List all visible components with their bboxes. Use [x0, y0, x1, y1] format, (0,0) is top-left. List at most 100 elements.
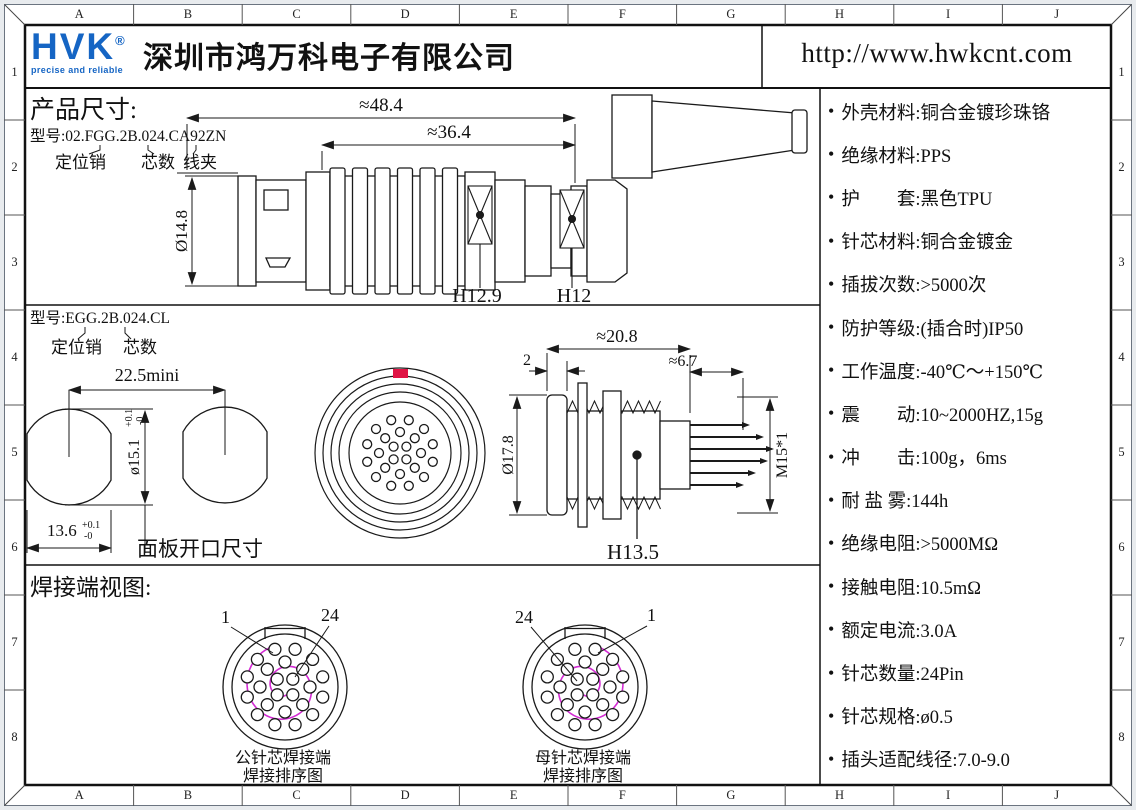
ruler-row-label: 3 — [1118, 255, 1125, 269]
receptacle-views: 型号:EGG.2B.024.CL 定位销 芯数 22.5mini ø15.1 — [25, 309, 791, 564]
dim-2: 2 — [523, 352, 531, 369]
ruler-col-label: J — [1054, 7, 1060, 21]
ruler-col-label: F — [618, 7, 626, 21]
dim-22-5-mini: 22.5mini — [115, 365, 180, 385]
spec-item: •护 套:黑色TPU — [828, 187, 993, 210]
ruler-col-label: H — [834, 788, 844, 802]
panel-cutout-caption: 面板开口尺寸 — [137, 537, 263, 561]
ruler-row-label: 8 — [1118, 730, 1125, 744]
company-url: http://www.hwkcnt.com — [801, 38, 1073, 68]
ruler-col-label: C — [292, 7, 301, 21]
dim-socket-tail: ≈6.7 — [669, 353, 698, 370]
spec-item: •工作温度:-40℃～+150℃ — [828, 360, 1044, 383]
spec-item: •防护等级:(插合时)IP50 — [828, 317, 1024, 340]
tolerance-lower: -0 — [135, 417, 146, 425]
plug-side-view: 产品尺寸: 型号:02.FGG.2B.024.CA92ZN 定位销 芯数 线夹 … — [30, 94, 808, 305]
female-pin-holes — [540, 642, 630, 732]
spec-item: •针芯材料:铜合金镀金 — [828, 230, 1013, 254]
ruler-col-label: H — [834, 7, 844, 21]
dim-cutout-flat: 13.6 — [47, 521, 77, 540]
female-welding-diagram — [522, 624, 648, 750]
female-caption-line2: 焊接排序图 — [543, 767, 623, 785]
company-name: 深圳市鸿万科电子有限公司 — [143, 42, 515, 75]
spec-item: •外壳材料:铜合金镀珍珠铬 — [828, 101, 1050, 124]
bullet-icon: • — [828, 273, 835, 294]
ruler-col-label: I — [946, 788, 951, 802]
bullet-icon: • — [828, 576, 835, 597]
ruler-row-label: 1 — [1118, 65, 1125, 79]
plug-body — [237, 94, 808, 295]
model-number-plug: 型号:02.FGG.2B.024.CA92ZN — [30, 127, 226, 145]
spec-item: •额定电流:3.0A — [828, 619, 957, 642]
ruler-col-label: B — [183, 7, 193, 21]
tolerance-lower-2: -0 — [84, 531, 92, 542]
bullet-icon: • — [828, 101, 835, 122]
spec-item: •冲 击:100g，6ms — [828, 446, 1007, 470]
section3-title: 焊接端视图: — [30, 575, 151, 600]
dim-flange-diameter: Ø17.8 — [500, 435, 517, 475]
red-key-marker — [393, 369, 408, 378]
ruler-row-label: 7 — [11, 635, 18, 649]
ruler-col-label: B — [183, 788, 193, 802]
ruler-col-label: C — [292, 788, 301, 802]
ruler-col-label: F — [618, 788, 626, 802]
connector-front-view — [314, 367, 486, 539]
female-pin24-label: 24 — [515, 607, 533, 627]
bullet-icon: • — [828, 317, 835, 338]
bullet-icon: • — [828, 662, 835, 683]
label-wire-clamp: 线夹 — [183, 153, 217, 172]
male-pin1-label: 1 — [221, 607, 230, 627]
bullet-icon: • — [828, 705, 835, 726]
bullet-icon: • — [828, 748, 835, 769]
ruler-row-label: 4 — [1118, 350, 1125, 364]
section1-title: 产品尺寸: — [30, 96, 137, 124]
front-view-pin-holes — [362, 415, 438, 491]
ruler-row-label: 5 — [1118, 445, 1125, 459]
bullet-icon: • — [828, 187, 835, 208]
ruler-row-label: 6 — [1118, 540, 1125, 554]
bullet-icon: • — [828, 144, 835, 165]
ruler-col-label: A — [74, 788, 84, 802]
ruler-col-label: E — [509, 788, 518, 802]
bullet-icon: • — [828, 230, 835, 251]
ruler-row-label: 3 — [11, 255, 18, 269]
spec-item: •针芯数量:24Pin — [828, 662, 964, 686]
female-pin1-label: 1 — [647, 605, 656, 625]
bullet-icon: • — [828, 489, 835, 510]
ruler-row-label: 7 — [1118, 635, 1125, 649]
male-caption-line1: 公针芯焊接端 — [235, 749, 331, 767]
dim-thread: M15*1 — [774, 432, 791, 478]
bullet-icon: • — [828, 360, 835, 381]
bullet-icon: • — [828, 403, 835, 424]
ruler-col-label: G — [726, 7, 736, 21]
spec-item: •接触电阻:10.5mΩ — [828, 576, 981, 599]
logo-text: HVK — [31, 26, 116, 67]
dim-total-length: ≈48.4 — [359, 95, 403, 116]
dim-body-length: ≈36.4 — [427, 122, 471, 143]
ruler-col-label: D — [400, 788, 410, 802]
female-caption-line1: 母针芯焊接端 — [535, 749, 631, 767]
ruler-col-label: J — [1054, 788, 1060, 802]
spec-item: •针芯规格:ø0.5 — [828, 705, 953, 729]
tolerance-upper: +0.1 — [124, 409, 135, 427]
label-positioning-pin-2: 定位销 — [51, 338, 102, 357]
dim-socket-length: ≈20.8 — [596, 326, 637, 346]
panel-cutout-shapes — [26, 406, 268, 506]
tolerance-upper-2: +0.1 — [82, 520, 100, 531]
dim-cutout-diameter: ø15.1 — [126, 439, 143, 475]
label-core-count: 芯数 — [141, 153, 175, 172]
dim-h12: H12 — [557, 285, 591, 305]
dim-h12-9: H12.9 — [452, 285, 501, 305]
ruler-col-label: E — [509, 7, 518, 21]
dim-h13-5: H13.5 — [607, 540, 659, 564]
dim-plug-diameter: Ø14.8 — [172, 210, 191, 252]
male-caption-line2: 焊接排序图 — [243, 767, 323, 785]
male-welding-diagram — [222, 624, 348, 750]
ruler-row-label: 1 — [11, 65, 18, 79]
welding-end-views: 焊接端视图: 1 24 公针芯焊接端 焊接排序图 24 1 母针芯焊接端 焊 — [30, 575, 656, 785]
spec-item: •插头适配线径:7.0-9.0 — [828, 748, 1010, 772]
model-number-receptacle: 型号:EGG.2B.024.CL — [30, 309, 170, 327]
logo-tagline: precise and reliable — [31, 65, 124, 75]
bullet-icon: • — [828, 532, 835, 553]
